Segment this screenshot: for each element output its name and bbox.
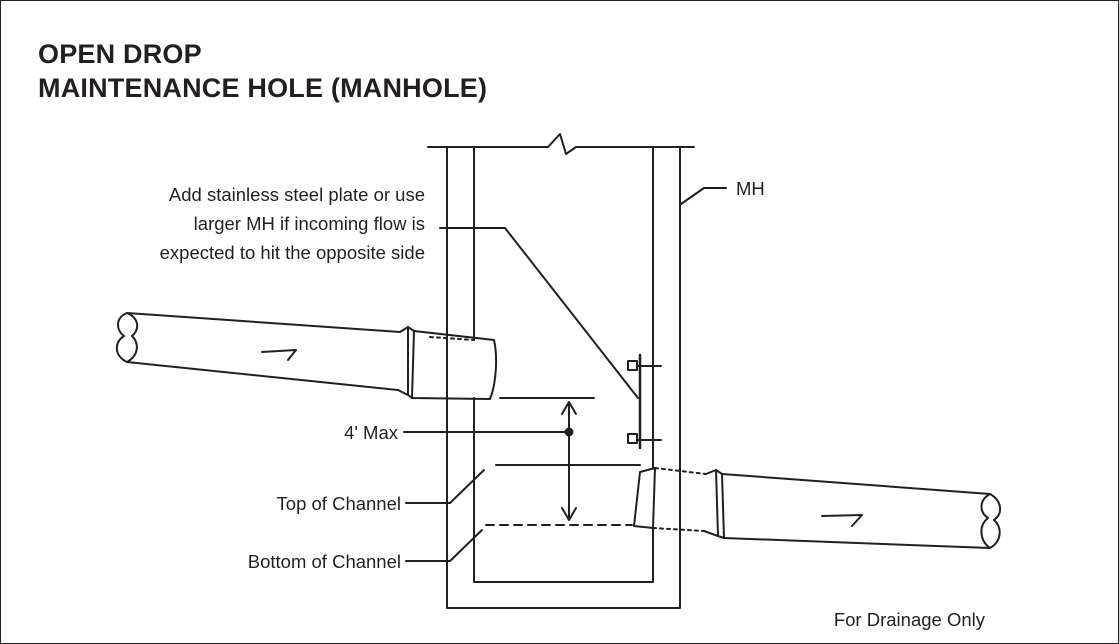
outlet-pipe-collar: [703, 469, 725, 539]
title-line-1: OPEN DROP: [38, 39, 202, 69]
mh-label: MH: [736, 178, 765, 199]
outlet-pipe-bottom: [723, 537, 991, 549]
drop-dimension: [485, 397, 641, 526]
inlet-pipe-hidden-top: [429, 336, 475, 341]
outlet-pipe-end-wavy: [980, 493, 1002, 549]
bottom-of-channel-label: Bottom of Channel: [248, 551, 401, 572]
leader-lines: [403, 187, 727, 562]
top-of-channel-leader: [405, 469, 485, 504]
plate-note-line-1: Add stainless steel plate or use: [169, 184, 425, 205]
outlet-pipe-hidden-bottom: [652, 527, 705, 532]
max-drop-label: 4' Max: [344, 422, 399, 443]
manhole-inner-wall-left-lower: [473, 397, 654, 583]
footer-note: For Drainage Only: [834, 609, 986, 630]
title-line-2: MAINTENANCE HOLE (MANHOLE): [38, 73, 488, 103]
plate-note-line-2: larger MH if incoming flow is: [194, 213, 425, 234]
annotations: MH Add stainless steel plate or use larg…: [160, 178, 986, 630]
ground-line-break: [427, 133, 695, 155]
inlet-flow-arrow: [261, 349, 297, 361]
mh-leader: [680, 187, 727, 205]
lower-bracket: [627, 433, 638, 444]
inlet-pipe-bottom: [126, 361, 399, 391]
dimension-arrow-bottom: [561, 507, 577, 521]
bottom-of-channel-leader: [405, 529, 483, 562]
plate-note-line-3: expected to hit the opposite side: [160, 242, 425, 263]
inlet-pipe-collar: [397, 326, 495, 400]
dimension-arrow-top: [561, 401, 577, 415]
inlet-pipe-end-wavy: [115, 312, 139, 363]
plate-note-leader: [439, 227, 639, 399]
inlet-pipe-top: [126, 312, 401, 333]
outlet-pipe-start: [633, 467, 656, 529]
outlet-pipe-hidden-top: [654, 467, 707, 475]
upper-bracket: [627, 360, 638, 371]
manhole-outer-wall: [446, 146, 681, 609]
outlet-pipe-top: [721, 473, 991, 495]
inlet-pipe: [115, 312, 498, 400]
top-of-channel-label: Top of Channel: [277, 493, 401, 514]
manhole-structure: [427, 133, 695, 609]
outlet-flow-arrow: [821, 514, 863, 527]
steel-plate-assembly: [627, 353, 662, 450]
inlet-pipe-end: [489, 339, 498, 400]
outlet-pipe: [633, 467, 1002, 549]
